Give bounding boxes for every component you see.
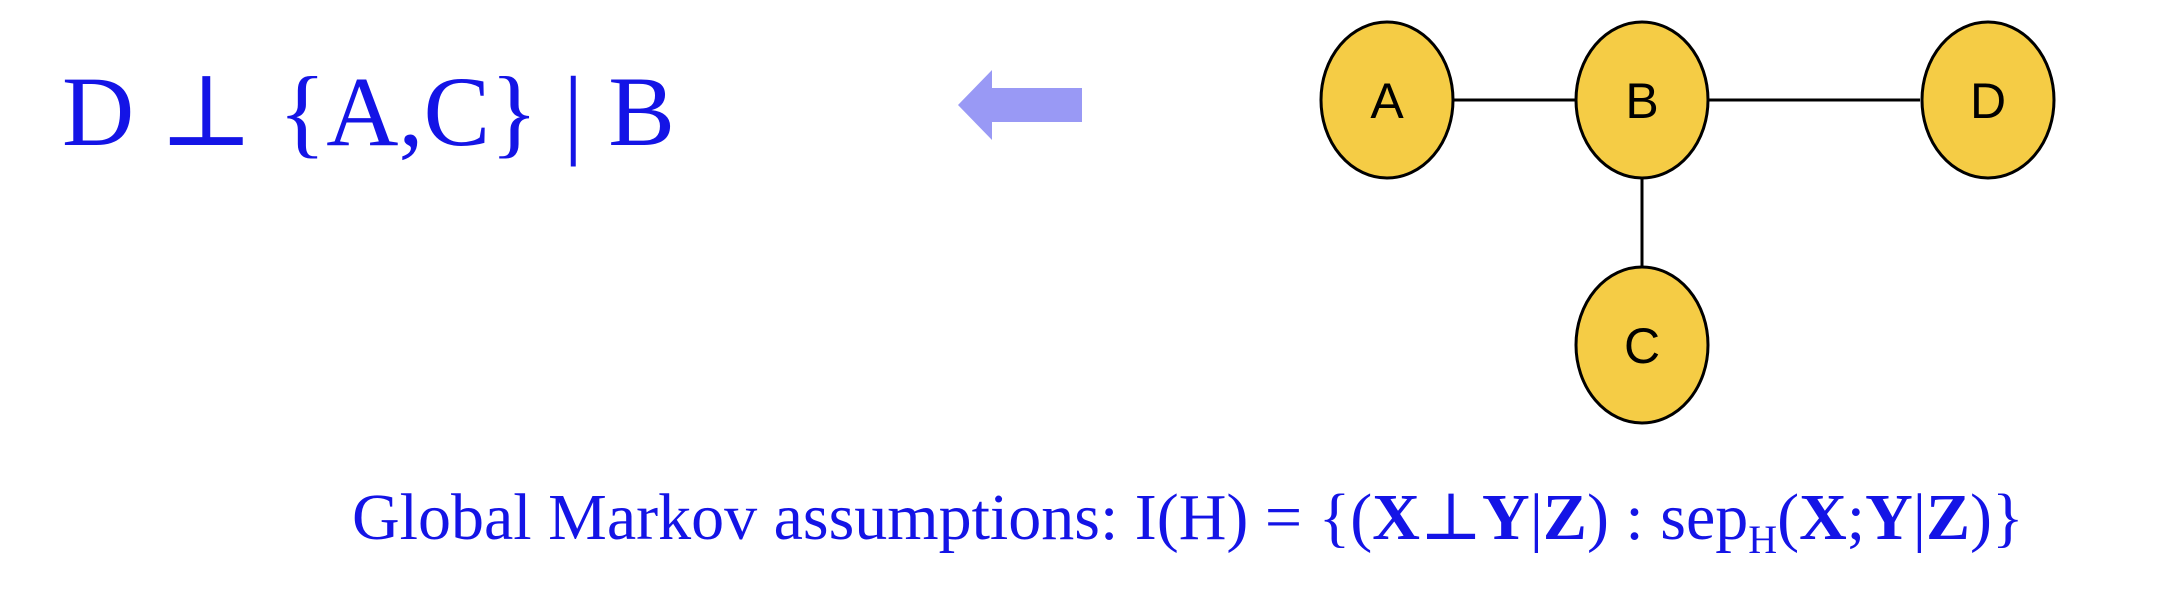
statement-given-bar: | — [563, 56, 584, 167]
formula-open-paren: ( — [1777, 481, 1800, 554]
formula-close: )} — [1970, 481, 2024, 554]
independence-statement: D ⊥ {A,C} | B — [62, 52, 675, 172]
node-b-label: B — [1625, 73, 1658, 129]
global-markov-formula: Global Markov assumptions: I(H) = {(X⊥Y|… — [352, 478, 2024, 560]
node-c-label: C — [1624, 318, 1660, 374]
node-a: A — [1319, 20, 1455, 180]
node-c: C — [1574, 265, 1710, 425]
statement-given: B — [608, 56, 675, 167]
formula-sep-z: Z — [1926, 481, 1971, 554]
formula-y: Y — [1482, 481, 1530, 554]
formula-semicolon: ; — [1846, 481, 1866, 554]
node-d-label: D — [1970, 73, 2006, 129]
formula-sep-y: Y — [1865, 481, 1913, 554]
formula-sep-subscript: H — [1748, 517, 1778, 562]
statement-lhs: D — [62, 56, 135, 167]
formula-x: X — [1372, 481, 1420, 554]
node-b: B — [1574, 20, 1710, 180]
formula-prefix: Global Markov assumptions: I(H) = {( — [352, 481, 1373, 554]
node-d: D — [1920, 20, 2056, 180]
formula-mid: ) : sep — [1586, 481, 1749, 554]
formula-bar: | — [1529, 481, 1543, 554]
left-arrow-icon — [958, 70, 1082, 140]
statement-set: {A,C} — [278, 56, 539, 167]
formula-sep-bar: | — [1912, 481, 1927, 554]
formula-z: Z — [1542, 481, 1587, 554]
formula-perp: ⊥ — [1419, 481, 1483, 554]
markov-network-graph: A B C D — [1319, 20, 2056, 425]
formula-sep-x: X — [1799, 481, 1847, 554]
statement-independence-symbol: ⊥ — [159, 56, 254, 167]
node-a-label: A — [1370, 73, 1404, 129]
